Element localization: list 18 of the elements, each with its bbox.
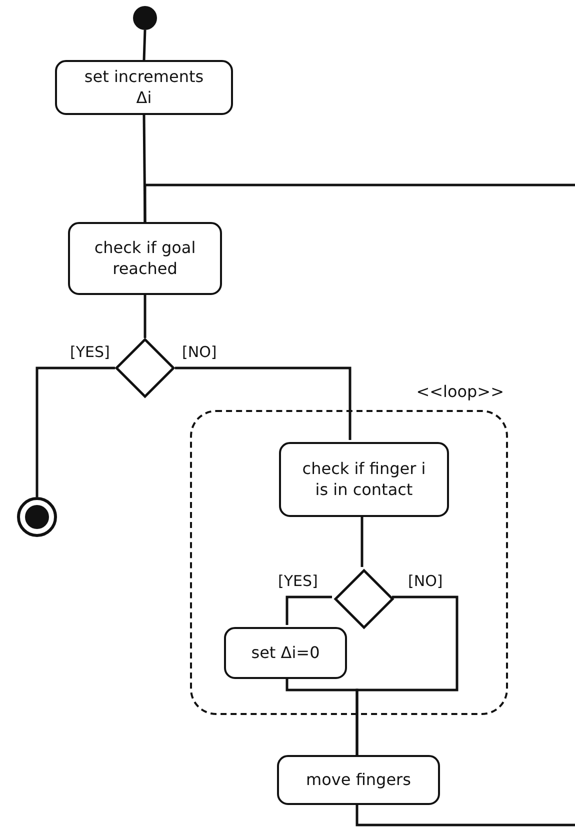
connector-line	[36, 366, 115, 497]
connector-line	[356, 805, 575, 826]
connector-line	[144, 295, 146, 338]
action-box: set Δi=0	[224, 627, 347, 679]
connector-line	[144, 184, 575, 222]
guard-label: [YES]	[68, 343, 112, 361]
connector-line	[142, 114, 146, 222]
connector-line	[360, 515, 364, 567]
connector-line	[286, 677, 358, 755]
action-box: check if goal reached	[68, 222, 222, 295]
action-box: set increments Δi	[55, 60, 233, 115]
region-label: <<loop>>	[416, 382, 504, 401]
action-box: check if finger i is in contact	[279, 442, 449, 517]
connector-line	[142, 30, 146, 60]
guard-label: [YES]	[276, 572, 320, 590]
connector-line	[175, 366, 352, 440]
connector-line	[286, 596, 332, 625]
action-box: move fingers	[277, 755, 440, 805]
